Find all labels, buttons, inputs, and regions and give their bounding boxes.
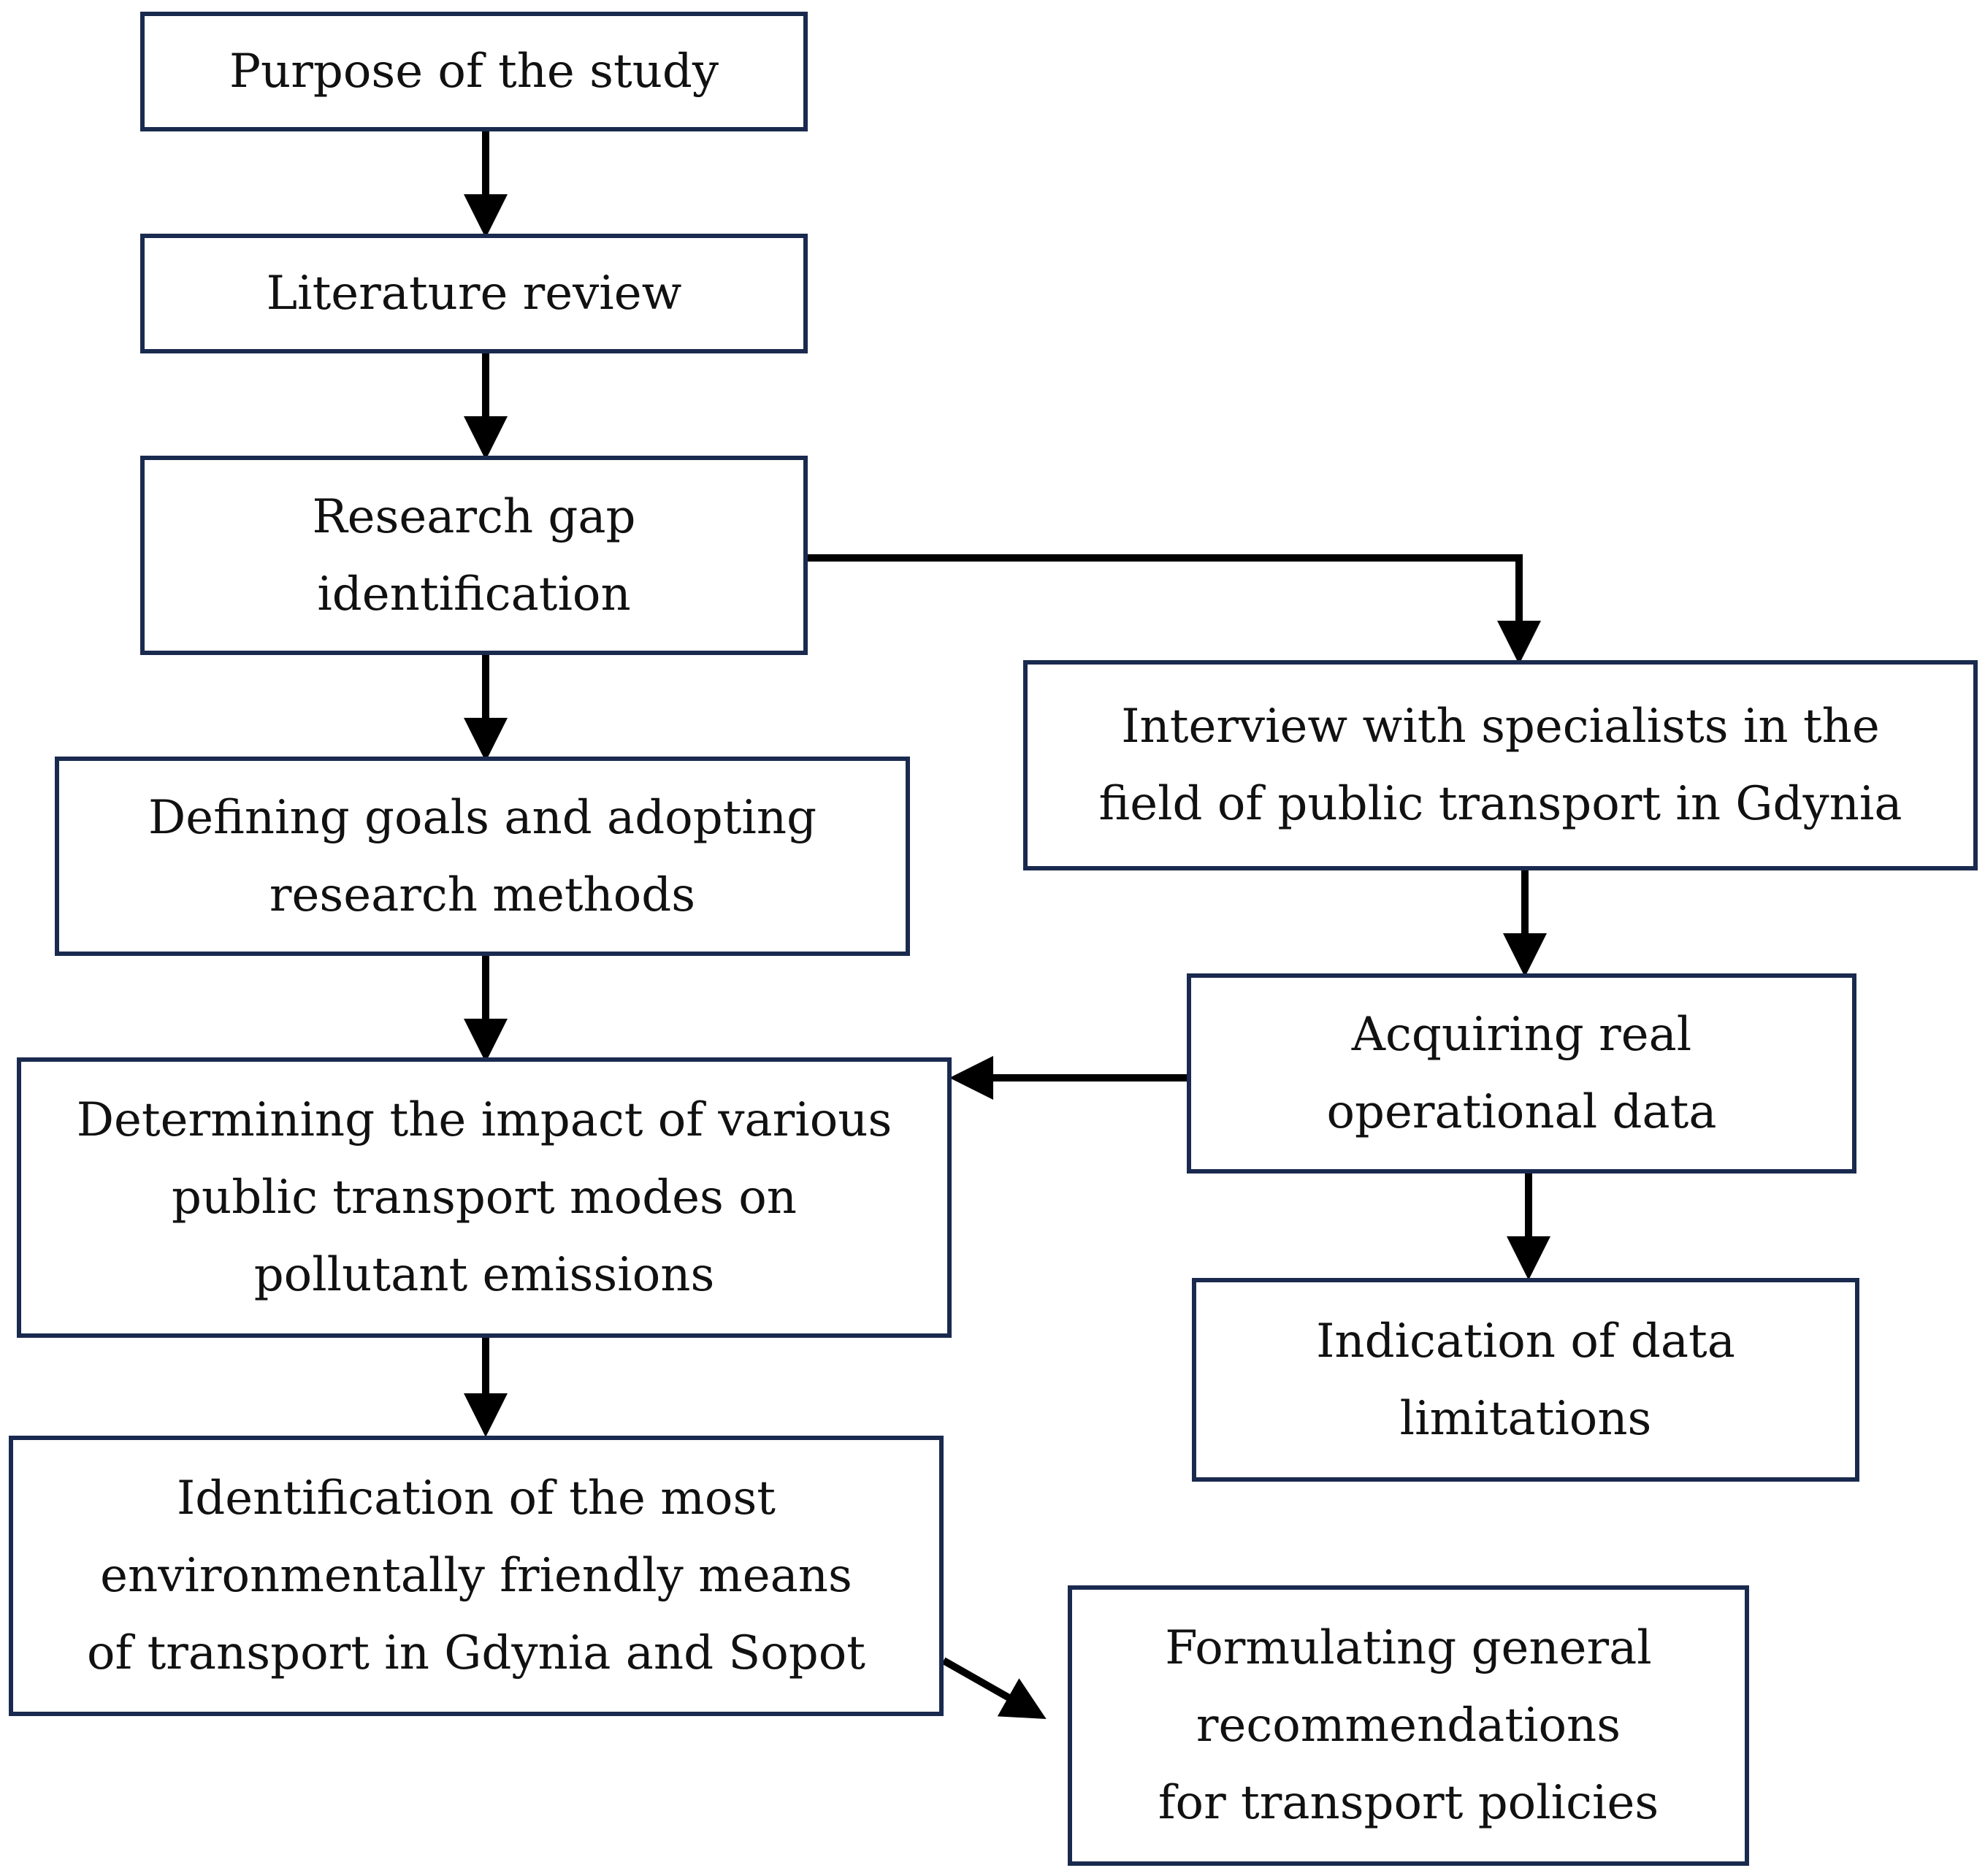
node-text-line: limitations <box>1399 1391 1652 1446</box>
arrow-gap-to-interview <box>808 554 1541 665</box>
node-text-line: Purpose of the study <box>229 45 719 99</box>
node-text-line: Interview with specialists in the <box>1121 700 1880 754</box>
node-interview-specialists: Interview with specialists in the field … <box>1023 660 1978 870</box>
node-text-line: of transport in Gdynia and Sopot <box>87 1626 865 1680</box>
node-text-line: recommendations <box>1196 1699 1621 1753</box>
node-text-line: Acquiring real <box>1351 1008 1692 1062</box>
node-text-line: pollutant emissions <box>253 1248 715 1302</box>
node-text-line: Formulating general <box>1165 1621 1652 1675</box>
node-environmentally-friendly: Identification of the most environmental… <box>9 1436 944 1716</box>
node-purpose-of-study: Purpose of the study <box>140 12 808 131</box>
node-acquiring-data: Acquiring real operational data <box>1187 973 1856 1174</box>
node-text-line: public transport modes on <box>172 1171 797 1225</box>
node-text-line: Defining goals and adopting <box>148 790 817 845</box>
node-defining-goals: Defining goals and adopting research met… <box>55 757 910 956</box>
node-text-line: Literature review <box>266 267 682 321</box>
node-recommendations: Formulating general recommendations for … <box>1068 1585 1749 1866</box>
node-text-line: Research gap <box>312 489 636 544</box>
node-text-line: for transport policies <box>1158 1776 1659 1830</box>
node-text-line: identification <box>317 567 631 621</box>
node-text-line: Determining the impact of various <box>76 1093 892 1147</box>
node-literature-review: Literature review <box>140 234 808 353</box>
node-text-line: Identification of the most <box>177 1471 776 1525</box>
arrow-friendly-to-recommendations <box>941 1657 1047 1719</box>
node-determining-impact: Determining the impact of various public… <box>17 1057 952 1338</box>
node-text-line: research methods <box>269 868 696 922</box>
node-data-limitations: Indication of data limitations <box>1192 1278 1859 1482</box>
node-text-line: Indication of data <box>1316 1314 1735 1368</box>
node-text-line: operational data <box>1326 1085 1717 1139</box>
node-text-line: field of public transport in Gdynia <box>1098 777 1902 831</box>
node-text-line: environmentally friendly means <box>100 1549 852 1603</box>
node-research-gap: Research gap identification <box>140 456 808 655</box>
